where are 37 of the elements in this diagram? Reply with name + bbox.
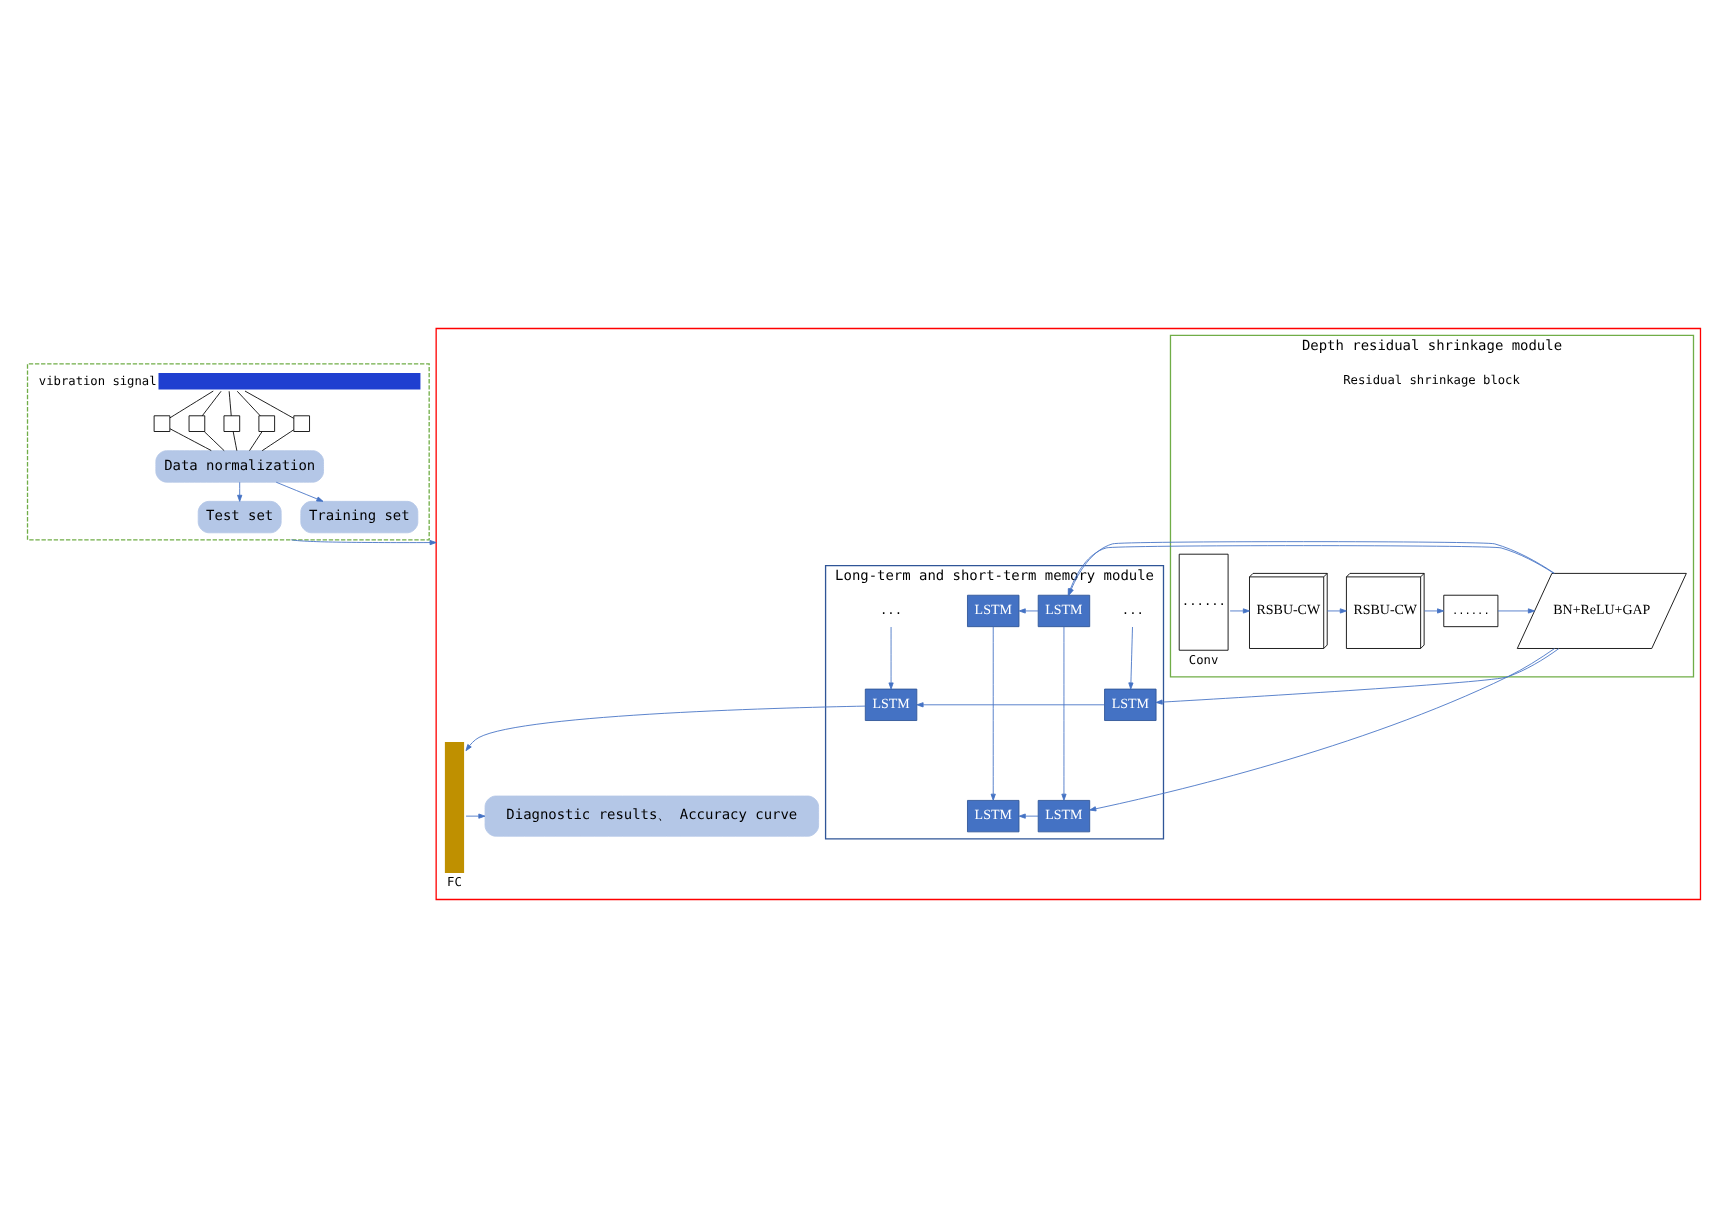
arrow: [1089, 648, 1556, 812]
cluster: [26, 363, 430, 541]
arrow: [1155, 648, 1560, 705]
arrow: [1018, 608, 1039, 614]
connector: [169, 390, 214, 419]
connector: [261, 429, 294, 452]
arrow: [1326, 608, 1347, 614]
arrow: [1423, 608, 1445, 614]
connector: [203, 431, 225, 452]
arrow: [1018, 813, 1039, 819]
arrow: [465, 705, 866, 752]
connector: [236, 390, 261, 417]
arrow: [237, 481, 243, 502]
node-box: [223, 415, 241, 432]
arrow: [1061, 626, 1067, 801]
node-box: [188, 415, 206, 432]
node-bar: [158, 373, 421, 390]
node-box: [293, 415, 310, 432]
connector: [169, 428, 212, 451]
arrow: [916, 702, 1105, 708]
arrow: [1229, 608, 1250, 614]
arrow: [1128, 626, 1134, 690]
node-box: [258, 415, 276, 432]
connector: [228, 390, 232, 417]
arrow: [990, 626, 996, 801]
connector: [244, 390, 295, 419]
connector: [232, 431, 238, 452]
arrow: [290, 539, 437, 546]
connector: [249, 431, 263, 452]
arrow: [465, 813, 486, 819]
cluster: [435, 327, 1702, 901]
node-bar: [444, 741, 465, 873]
arrow: [888, 626, 894, 690]
connector: [201, 390, 222, 417]
node-box: [153, 415, 171, 432]
arrow: [1497, 608, 1535, 614]
arrow: [275, 481, 324, 502]
